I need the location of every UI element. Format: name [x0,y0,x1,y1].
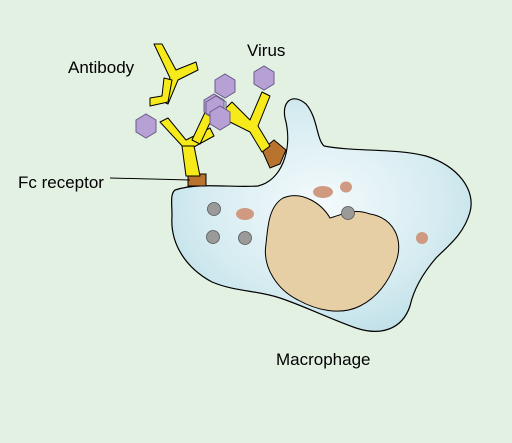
antibody-complex [149,43,271,177]
virus-particle [135,113,157,139]
granule-gray [207,202,221,216]
antibody-left [149,77,173,107]
granule-gray [238,231,252,245]
granule-brown [340,181,352,193]
granule-brown [416,232,428,244]
label-virus: Virus [247,41,285,60]
antibody-top [153,43,199,105]
fc-receptor-pointer [109,177,191,181]
granule-gray [206,230,220,244]
antibody-right [225,91,271,153]
virus-particle [253,65,275,91]
label-macrophage: Macrophage [276,350,371,369]
virus-particle [209,105,231,131]
granule-gray [341,206,355,220]
virus-particle [214,73,236,99]
antibody-stem [181,145,201,177]
virus-particles [135,65,275,139]
label-antibody: Antibody [68,58,135,77]
nucleus [264,195,400,312]
granule-brown [236,208,254,220]
label-fc-receptor: Fc receptor [18,173,104,192]
granule-brown [313,186,333,198]
